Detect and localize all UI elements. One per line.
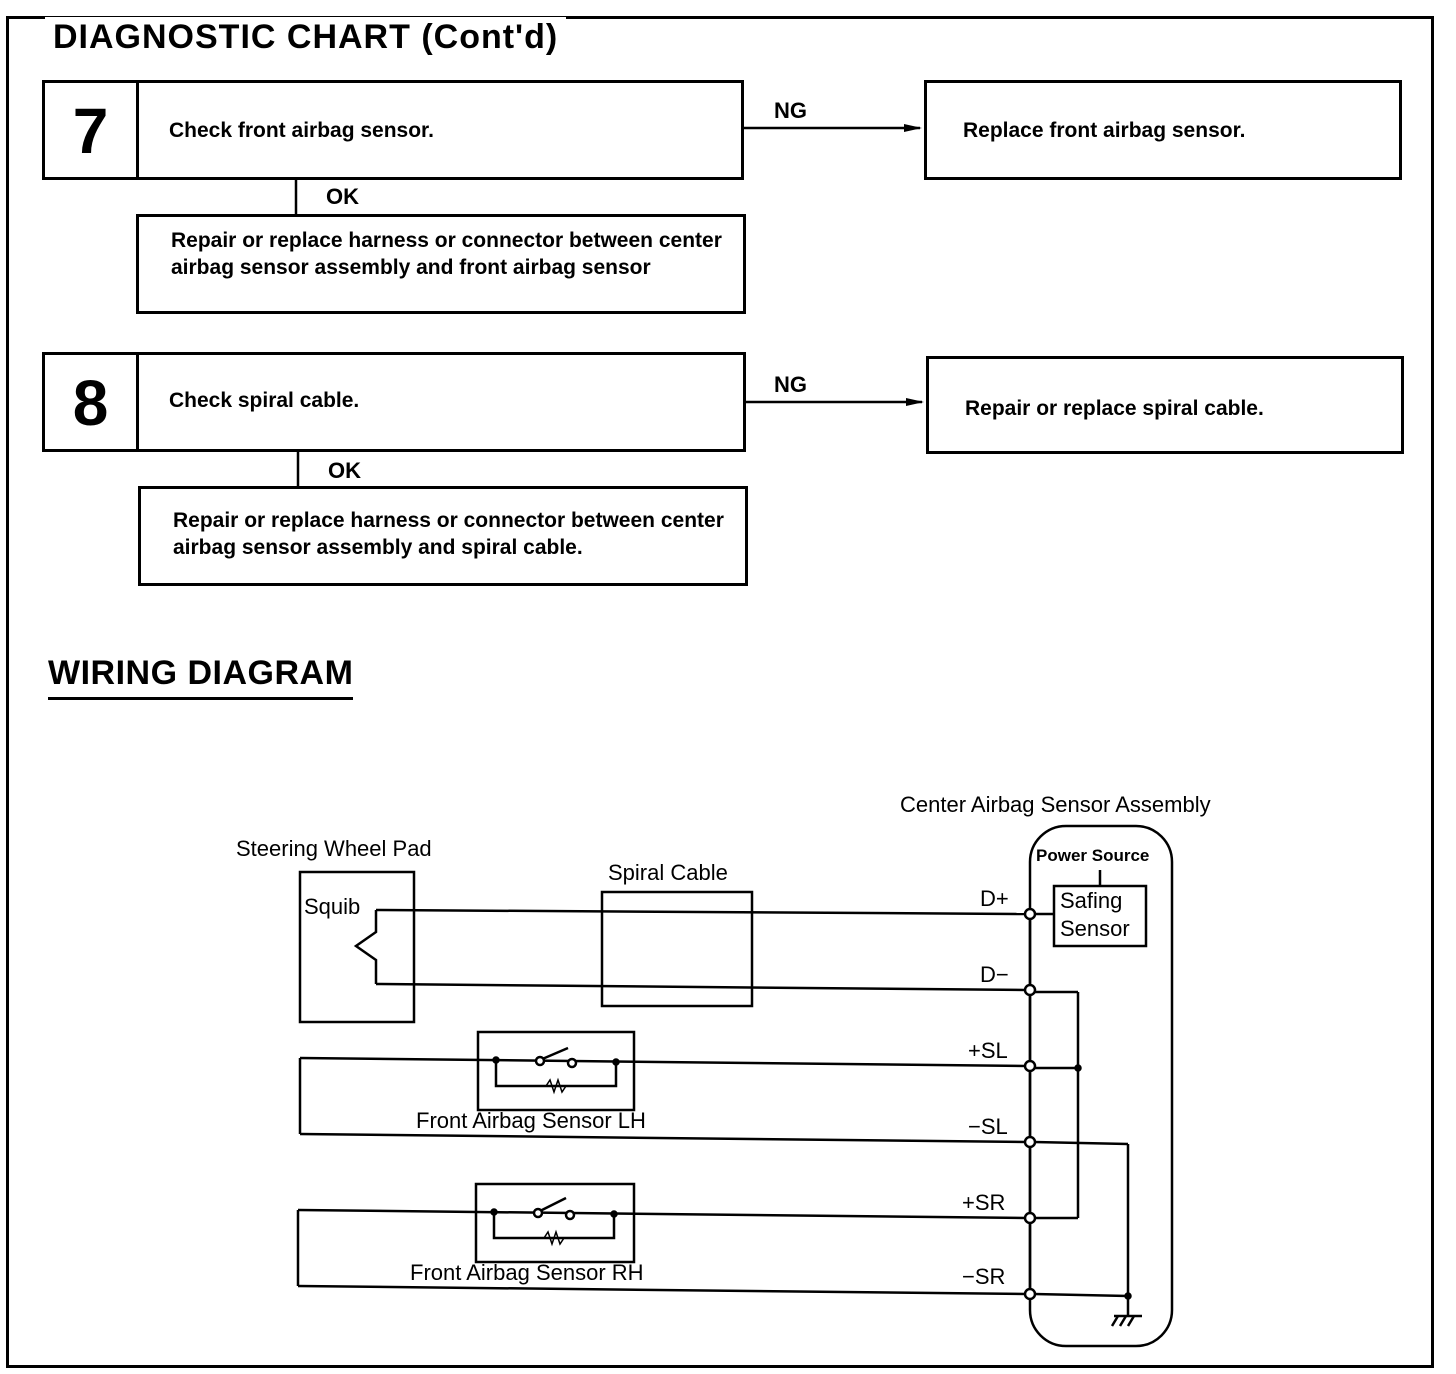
ok-label: OK: [328, 458, 361, 483]
page-title: DIAGNOSTIC CHART (Cont'd): [45, 17, 567, 57]
terminal-plus-sr: [1023, 1211, 1037, 1225]
steering-pad-box: [298, 870, 416, 1024]
terminal-label-d-plus: D+: [980, 886, 1009, 911]
spiral-cable-box: [600, 890, 754, 1008]
step-number: 7: [45, 83, 139, 177]
front-sensor-lh-box: [476, 1030, 636, 1112]
ng-action-text: Replace front airbag sensor.: [963, 119, 1246, 142]
step-number: 8: [45, 355, 139, 449]
center-assembly-label: Center Airbag Sensor Assembly: [900, 792, 1211, 817]
step-8-box: 8 Check spiral cable.: [42, 352, 746, 452]
chart-frame: DIAGNOSTIC CHART (Cont'd): [6, 16, 1434, 1368]
step-8-ng-box: Repair or replace spiral cable.: [926, 356, 1404, 454]
terminal-label-plus-sr: +SR: [962, 1190, 1006, 1215]
terminal-d-plus: [1023, 907, 1037, 921]
step-check-text: Check front airbag sensor.: [169, 119, 434, 142]
ng-action-text: Repair or replace spiral cable.: [965, 397, 1264, 420]
wiring-diagram-title: WIRING DIAGRAM: [48, 654, 354, 700]
front-sensor-lh-label: Front Airbag Sensor LH: [416, 1108, 646, 1133]
ok-action-text: Repair or replace harness or connector b…: [173, 509, 724, 559]
terminal-label-plus-sl: +SL: [968, 1038, 1008, 1063]
steering-wheel-pad-label: Steering Wheel Pad: [236, 836, 432, 861]
step-7-ng-box: Replace front airbag sensor.: [924, 80, 1402, 180]
step-check-text: Check spiral cable.: [169, 389, 360, 412]
terminal-label-minus-sr: −SR: [962, 1264, 1006, 1289]
front-sensor-rh-box: [474, 1182, 636, 1264]
terminal-minus-sr: [1023, 1287, 1037, 1301]
terminal-d-minus: [1023, 983, 1037, 997]
squib-label: Squib: [304, 894, 361, 919]
safing-sensor-label: Safing: [1060, 888, 1123, 913]
safing-sensor-label: Sensor: [1060, 916, 1130, 941]
step-8-ok-box: Repair or replace harness or connector b…: [138, 486, 748, 586]
terminal-label-minus-sl: −SL: [968, 1114, 1008, 1139]
step-7-box: 7 Check front airbag sensor.: [42, 80, 744, 180]
ng-label: NG: [774, 98, 807, 123]
step-7-ok-box: Repair or replace harness or connector b…: [136, 214, 746, 314]
terminal-plus-sl: [1023, 1059, 1037, 1073]
power-source-label: Power Source: [1036, 846, 1150, 865]
front-sensor-rh-label: Front Airbag Sensor RH: [410, 1260, 644, 1285]
ok-action-text: Repair or replace harness or connector b…: [171, 229, 722, 279]
terminal-label-d-minus: D−: [980, 962, 1009, 987]
ng-label: NG: [774, 372, 807, 397]
ok-label: OK: [326, 184, 359, 209]
spiral-cable-label: Spiral Cable: [608, 860, 728, 885]
terminal-minus-sl: [1023, 1135, 1037, 1149]
